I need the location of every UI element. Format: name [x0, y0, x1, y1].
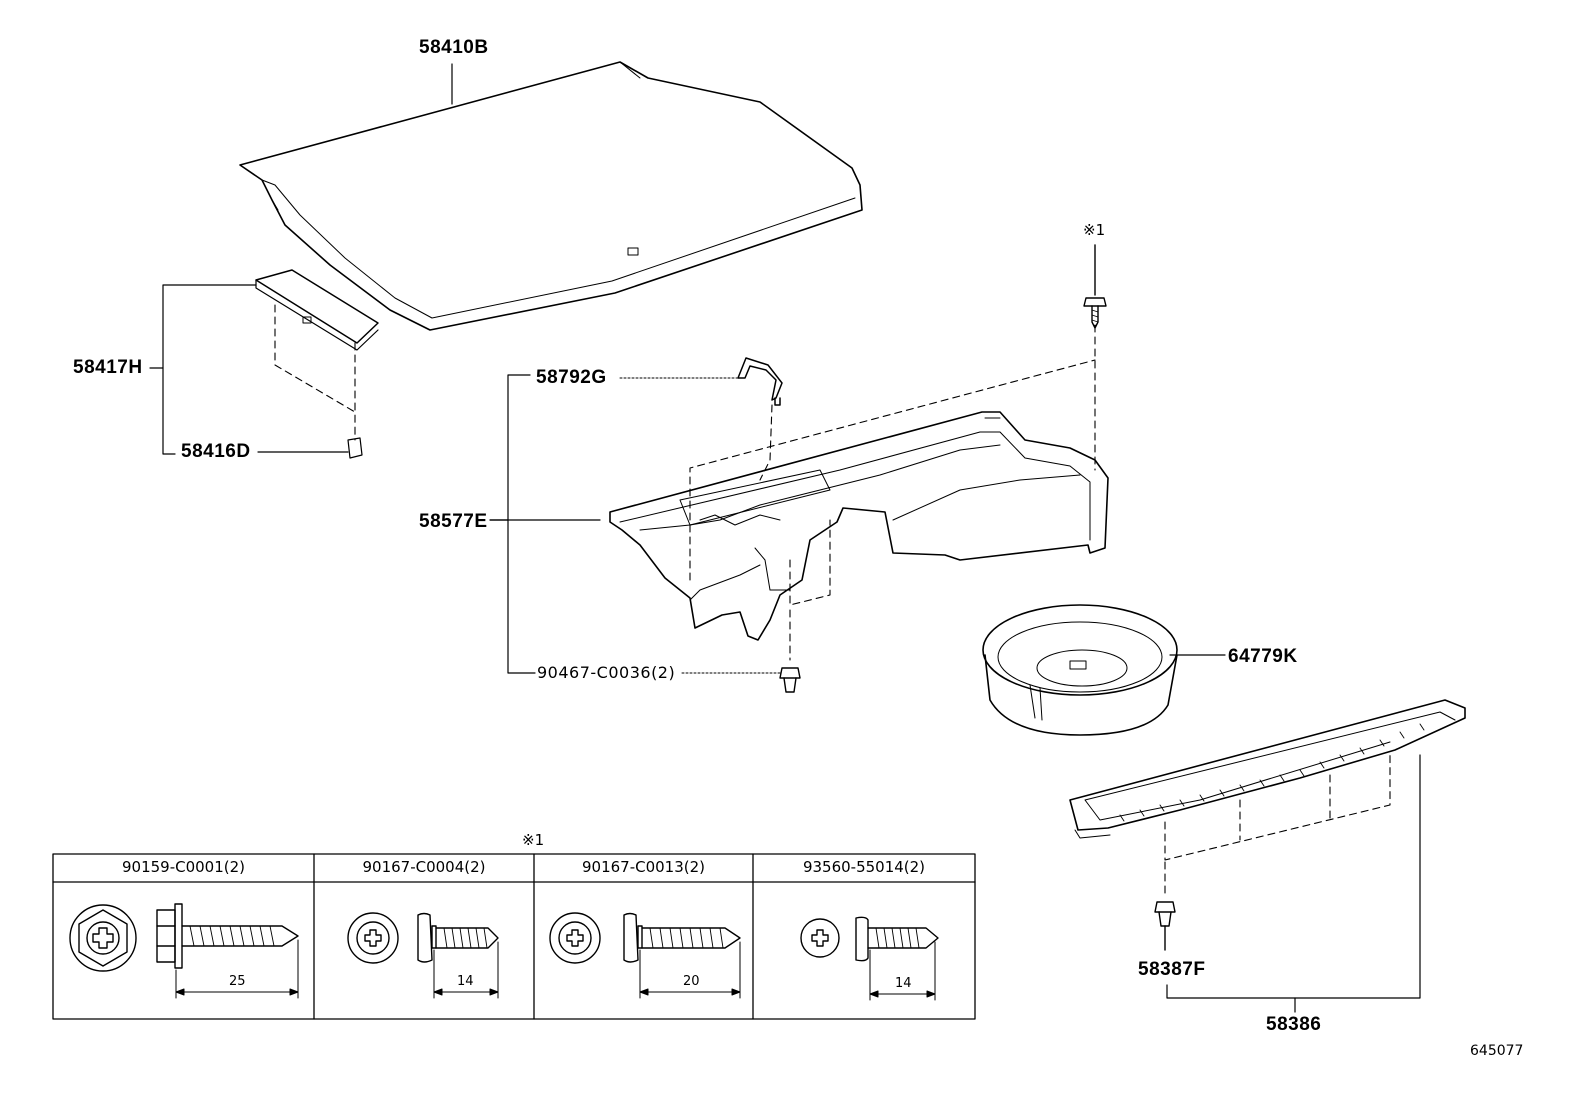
ref-mark-table: ※1 — [522, 831, 545, 849]
label-58416d: 58416D — [181, 441, 251, 462]
sill-plate-drawing — [1069, 699, 1466, 839]
tray-drawing — [609, 411, 1109, 641]
bracket-58577e — [489, 374, 536, 674]
screw-clip-drawing — [779, 667, 801, 693]
label-58577e: 58577E — [419, 511, 488, 532]
tray-dashes — [689, 324, 1096, 661]
hook-drawing — [737, 357, 783, 406]
table-header-4: 93560-55014(2) — [802, 858, 926, 876]
fastener-1-dim — [175, 939, 299, 999]
dim-4: 14 — [895, 976, 912, 991]
clip-58416d-drawing — [347, 437, 363, 459]
dim-2: 14 — [457, 974, 474, 989]
fastener-3-dim — [639, 941, 741, 999]
label-64779k: 64779K — [1228, 646, 1298, 667]
fastener-table-grid — [52, 853, 976, 1020]
screw-ref1-drawing — [1083, 244, 1107, 329]
label-58792g: 58792G — [536, 367, 607, 388]
dim-3: 20 — [683, 974, 700, 989]
label-58386: 58386 — [1266, 1014, 1322, 1035]
fastener-2-dim — [433, 941, 499, 999]
deck-board-drawing — [239, 61, 863, 331]
table-header-1: 90159-C0001(2) — [121, 858, 246, 876]
bracket-58386 — [1166, 754, 1421, 1013]
sill-clip-drawing — [1154, 901, 1176, 951]
label-58387f: 58387F — [1138, 959, 1206, 980]
fastener-4-drawing — [800, 916, 939, 962]
sub-board-drawing — [255, 269, 379, 351]
table-header-2: 90167-C0004(2) — [362, 858, 486, 876]
fastener-2-drawing — [347, 912, 499, 964]
dim-1: 25 — [229, 974, 246, 989]
fastener-3-drawing — [549, 912, 741, 964]
label-90467: 90467-C0036(2) — [537, 663, 676, 682]
label-58410b: 58410B — [419, 37, 489, 58]
dashes-58416d — [274, 304, 356, 441]
fastener-1-drawing — [69, 903, 299, 972]
spare-tray-drawing — [982, 604, 1178, 736]
figure-number: 645077 — [1470, 1043, 1524, 1059]
ref-mark-top: ※1 — [1083, 221, 1106, 239]
sill-dashes — [1164, 754, 1391, 896]
fastener-4-dim — [869, 941, 936, 1001]
table-header-3: 90167-C0013(2) — [581, 858, 706, 876]
label-58417h: 58417H — [73, 357, 143, 378]
bracket-58417h — [149, 284, 257, 455]
